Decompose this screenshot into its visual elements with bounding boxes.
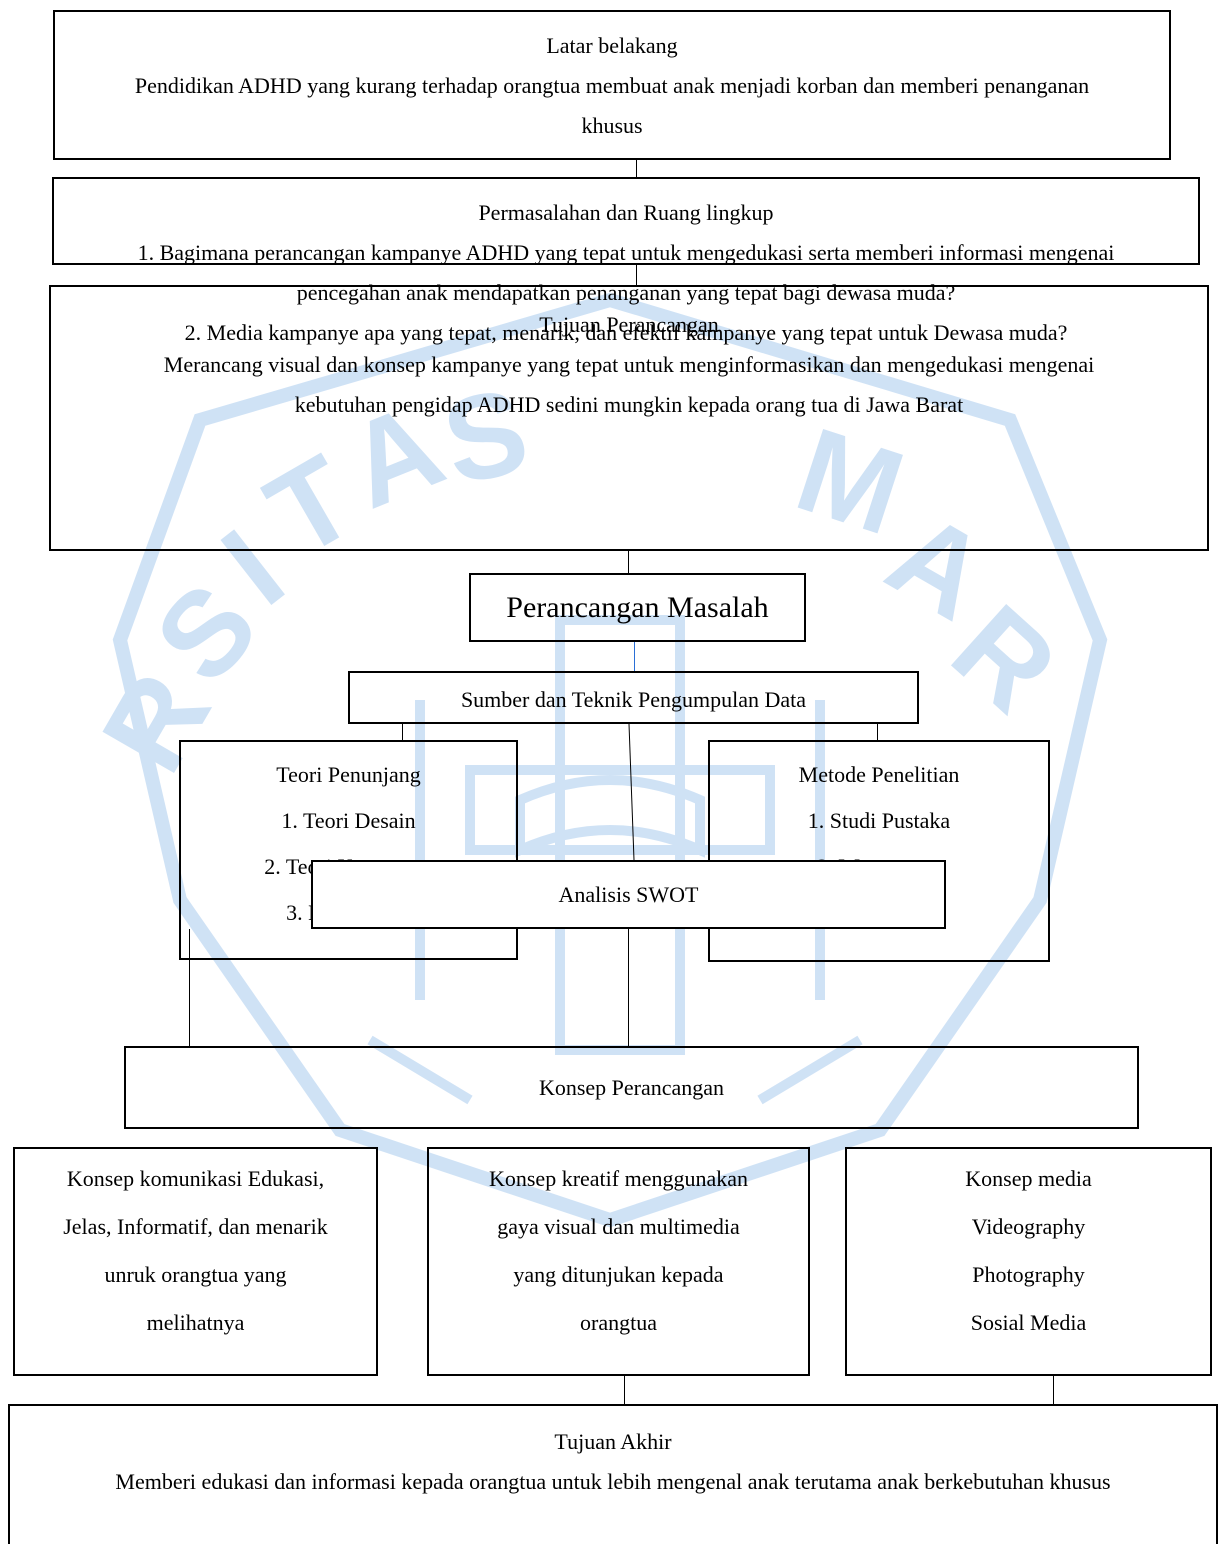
konsep-media-line: Videography <box>971 1214 1086 1239</box>
latar-belakang-box: Latar belakang Pendidikan ADHD yang kura… <box>53 10 1171 160</box>
konsep-kreatif-line: orangtua <box>580 1310 657 1335</box>
tujuan-akhir-text: Memberi edukasi dan informasi kepada ora… <box>115 1469 1111 1494</box>
connector <box>634 642 635 671</box>
tujuan-akhir-box: Tujuan Akhir Memberi edukasi dan informa… <box>8 1404 1218 1544</box>
latar-belakang-text: Pendidikan ADHD yang kurang terhadap ora… <box>134 73 1090 138</box>
analisis-swot-title: Analisis SWOT <box>558 882 699 907</box>
metode-title: Metode Penelitian <box>798 762 960 787</box>
sumber-title: Sumber dan Teknik Pengumpulan Data <box>460 687 807 712</box>
connector <box>1053 1376 1054 1404</box>
konsep-komunikasi-line: melihatnya <box>146 1310 245 1335</box>
konsep-kreatif-line: yang ditunjukan kepada <box>513 1262 724 1287</box>
konsep-media-line: Sosial Media <box>970 1310 1087 1335</box>
konsep-komunikasi-line: unruk orangtua yang <box>104 1262 287 1287</box>
connector <box>628 724 635 860</box>
konsep-komunikasi-line: Jelas, Informatif, dan menarik <box>63 1214 328 1239</box>
sumber-box: Sumber dan Teknik Pengumpulan Data <box>348 671 919 724</box>
konsep-media-box: Konsep media Videography Photography Sos… <box>845 1147 1212 1376</box>
connector <box>628 929 629 1046</box>
konsep-kreatif-box: Konsep kreatif menggunakan gaya visual d… <box>427 1147 810 1376</box>
perancangan-masalah-title: Perancangan Masalah <box>506 591 769 624</box>
konsep-perancangan-title: Konsep Perancangan <box>538 1075 725 1100</box>
tujuan-perancangan-text: Merancang visual dan konsep kampanye yan… <box>163 352 1095 417</box>
permasalahan-title: Permasalahan dan Ruang lingkup <box>478 200 774 225</box>
perancangan-masalah-box: Perancangan Masalah <box>469 573 806 642</box>
connector <box>624 1376 625 1404</box>
tujuan-perancangan-title: Tujuan Perancangan <box>539 312 719 337</box>
connector <box>636 160 637 177</box>
konsep-kreatif-line: gaya visual dan multimedia <box>497 1214 740 1239</box>
latar-belakang-title: Latar belakang <box>546 33 678 58</box>
konsep-kreatif-line: Konsep kreatif menggunakan <box>488 1166 749 1191</box>
analisis-swot-box: Analisis SWOT <box>311 860 946 929</box>
konsep-media-line: Konsep media <box>965 1166 1092 1191</box>
permasalahan-box-border <box>52 177 54 265</box>
konsep-media-line: Photography <box>972 1262 1085 1287</box>
konsep-komunikasi-line: Konsep komunikasi Edukasi, <box>66 1166 325 1191</box>
connector <box>628 551 629 573</box>
konsep-komunikasi-box: Konsep komunikasi Edukasi, Jelas, Inform… <box>13 1147 378 1376</box>
konsep-perancangan-box: Konsep Perancangan <box>124 1046 1139 1129</box>
connector <box>189 929 190 1046</box>
tujuan-perancangan-box: Tujuan Perancangan Merancang visual dan … <box>49 285 1209 551</box>
connector <box>402 724 403 740</box>
permasalahan-item-1: 1. Bagimana perancangan kampanye ADHD ya… <box>137 240 1115 305</box>
tujuan-akhir-title: Tujuan Akhir <box>554 1429 672 1454</box>
teori-title: Teori Penunjang <box>276 762 421 787</box>
connector <box>877 724 878 740</box>
connector <box>636 265 637 285</box>
teori-item: 1. Teori Desain <box>281 808 416 833</box>
permasalahan-box-border <box>1198 177 1200 265</box>
permasalahan-item-2: 2. Media kampanye apa yang tepat, menari… <box>184 320 1068 345</box>
metode-item: 1. Studi Pustaka <box>807 808 951 833</box>
permasalahan-box-border <box>52 263 1200 265</box>
permasalahan-box: Permasalahan dan Ruang lingkup 1. Bagima… <box>52 177 1200 345</box>
